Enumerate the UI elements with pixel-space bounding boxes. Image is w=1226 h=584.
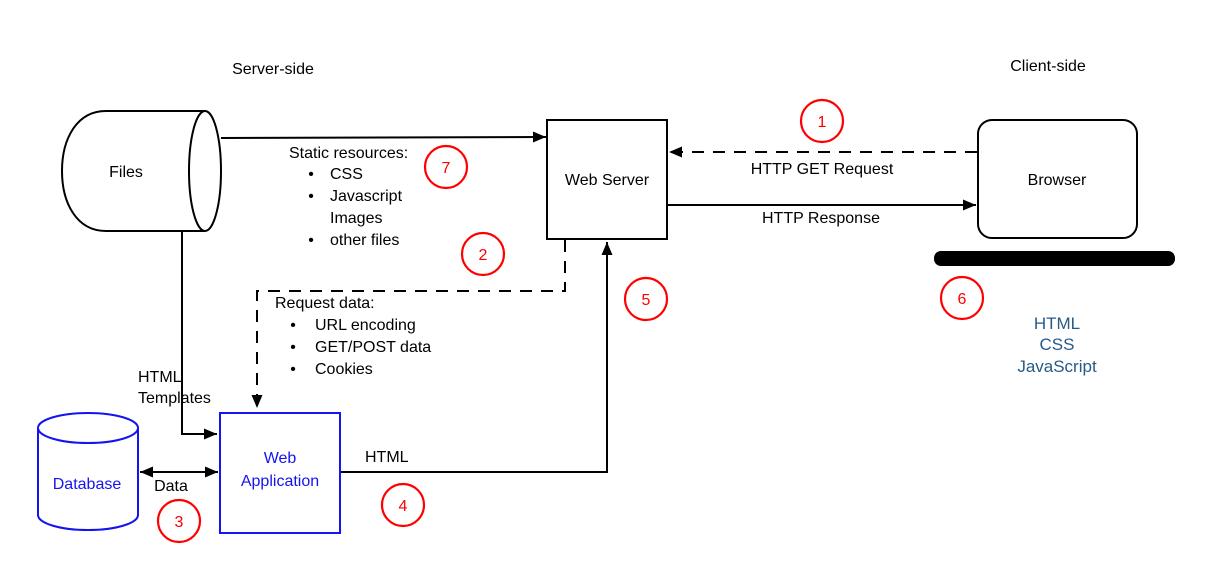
request-data-item: Cookies: [315, 361, 373, 378]
request-data-item: URL encoding: [315, 317, 416, 334]
step-circle: [939, 275, 985, 321]
step-marker-6: 6: [939, 275, 985, 321]
step-marker-1: 1: [799, 98, 845, 144]
files-cylinder-end: [188, 110, 222, 232]
html-label: HTML: [365, 449, 409, 466]
browser-box: [977, 119, 1138, 239]
step-marker-5: 5: [623, 276, 669, 322]
bullet-icon: •: [290, 361, 296, 378]
step-number: 5: [642, 292, 651, 309]
step-marker-2: 2: [460, 231, 506, 277]
web-application-label-line1: Web: [264, 450, 297, 467]
data-label: Data: [154, 478, 188, 495]
edge-html: [340, 242, 613, 473]
files-node: Files: [60, 110, 222, 232]
browser-node: Browser: [934, 119, 1175, 266]
request-data-item: GET/POST data: [315, 339, 431, 356]
bullet-icon: •: [290, 317, 296, 334]
database-cylinder-body: [37, 428, 139, 531]
step-circle: [623, 276, 669, 322]
step-number: 3: [175, 514, 184, 531]
http-get-request-label: HTTP GET Request: [751, 161, 894, 178]
step-number: 1: [818, 114, 827, 131]
web-application-node: Web Application: [219, 412, 341, 534]
database-node: Database: [37, 412, 139, 531]
files-label: Files: [109, 164, 143, 181]
static-resources-item: CSS: [330, 166, 363, 183]
client-output-item: JavaScript: [1017, 357, 1097, 376]
request-data-list: Request data: • URL encoding • GET/POST …: [275, 295, 431, 378]
step-circle: [380, 482, 426, 528]
step-marker-4: 4: [380, 482, 426, 528]
bullet-icon: •: [308, 188, 314, 205]
client-output-list: HTML CSS JavaScript: [1017, 314, 1097, 376]
browser-label: Browser: [1028, 172, 1087, 189]
step-number: 6: [958, 291, 967, 308]
html-templates-label-line1: HTML: [138, 369, 182, 386]
edge-html-templates: [181, 232, 217, 440]
step-number: 4: [399, 498, 408, 515]
static-resources-item: Images: [330, 210, 382, 227]
laptop-base: [934, 251, 1175, 266]
step-circle: [423, 144, 469, 190]
http-response-label: HTTP Response: [762, 210, 880, 227]
step-circle: [156, 498, 202, 544]
web-server-box: [546, 119, 668, 240]
static-resources-title: Static resources:: [289, 145, 408, 162]
web-server-label: Web Server: [565, 172, 650, 189]
step-circle: [460, 231, 506, 277]
bullet-icon: •: [308, 232, 314, 249]
step-number: 7: [442, 160, 451, 177]
database-cylinder-top: [37, 412, 139, 444]
database-label: Database: [53, 476, 122, 493]
request-data-title: Request data:: [275, 295, 375, 312]
step-marker-7: 7: [423, 144, 469, 190]
edge-static-resources: [220, 131, 547, 143]
step-number: 2: [479, 247, 488, 264]
bullet-icon: •: [290, 339, 296, 356]
step-circle: [799, 98, 845, 144]
html-templates-label-line2: Templates: [138, 390, 211, 407]
server-side-label: Server-side: [232, 61, 314, 78]
bullet-icon: •: [308, 166, 314, 183]
edge-request-data: [251, 240, 566, 408]
static-resources-list: Static resources: • CSS • Javascript Ima…: [289, 145, 408, 249]
client-output-item: CSS: [1040, 335, 1075, 354]
files-cylinder-body: [60, 110, 205, 232]
static-resources-item: Javascript: [330, 188, 403, 205]
static-resources-item: other files: [330, 232, 399, 249]
web-server-node: Web Server: [546, 119, 668, 240]
client-side-label: Client-side: [1010, 58, 1086, 75]
client-output-item: HTML: [1034, 314, 1080, 333]
step-marker-3: 3: [156, 498, 202, 544]
web-application-box: [219, 412, 341, 534]
web-application-label-line2: Application: [241, 473, 319, 490]
